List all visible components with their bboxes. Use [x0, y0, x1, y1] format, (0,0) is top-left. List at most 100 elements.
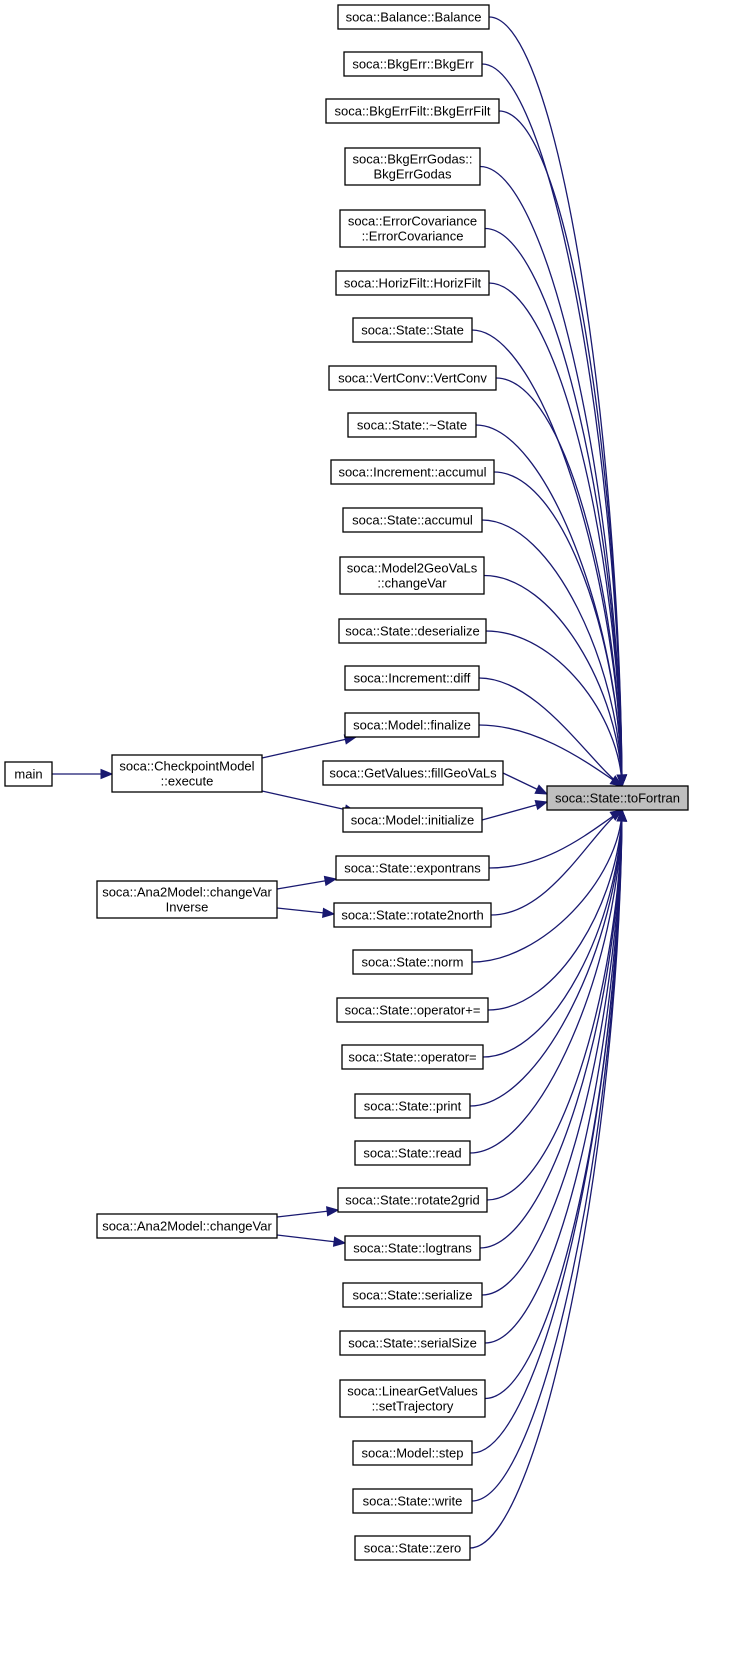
- node-soca-model-step[interactable]: soca::Model::step: [352, 1440, 473, 1466]
- node-target-state-tofortran-label: soca::State::toFortran: [555, 791, 680, 806]
- edge-soca-horizfilt-horizfilt-to-target: [488, 282, 628, 788]
- node-soca-state-serialize[interactable]: soca::State::serialize: [342, 1282, 483, 1308]
- edge-soca-increment-accumul-to-target: [493, 471, 628, 788]
- node-soca-state-read-box: [354, 1140, 471, 1166]
- node-soca-model2geovals-changevar[interactable]: soca::Model2GeoVaLs::changeVar: [339, 556, 485, 595]
- node-soca-errorcovariance-errorcovariance-box: [339, 209, 486, 248]
- edge-ana2-changevar-inverse-to-expontrans: [276, 875, 338, 890]
- node-soca-state-operator[interactable]: soca::State::operator+=: [336, 997, 489, 1023]
- node-soca-increment-accumul-label: soca::Increment::accumul: [338, 465, 486, 480]
- node-soca-state-state[interactable]: soca::State::State: [352, 317, 473, 343]
- node-soca-balance-balance-box: [337, 4, 490, 30]
- node-soca-state-norm-box: [352, 949, 473, 975]
- node-ana2model-changevar-label: soca::Ana2Model::changeVar: [102, 1219, 272, 1234]
- node-soca-state-deserialize-box: [338, 618, 487, 644]
- node-soca-horizfilt-horizfilt-label: soca::HorizFilt::HorizFilt: [344, 276, 482, 291]
- edge-soca-state-deserialize-to-target: [485, 630, 627, 788]
- node-soca-model-initialize-box: [342, 807, 483, 833]
- node-checkpointmodel-execute-label-2: ::execute: [161, 774, 214, 789]
- node-soca-state-state[interactable]: soca::State::~State: [347, 412, 477, 438]
- node-soca-model2geovals-changevar-label-2: ::changeVar: [377, 576, 447, 591]
- node-soca-bkgerrgodas-bkgerrgodas[interactable]: soca::BkgErrGodas::BkgErrGodas: [344, 147, 481, 186]
- node-soca-model-step-box: [352, 1440, 473, 1466]
- node-soca-bkgerrfilt-bkgerrfilt[interactable]: soca::BkgErrFilt::BkgErrFilt: [325, 98, 500, 124]
- node-soca-model-step-label: soca::Model::step: [362, 1446, 464, 1461]
- node-soca-state-write[interactable]: soca::State::write: [352, 1488, 473, 1514]
- node-soca-state-print-label: soca::State::print: [364, 1099, 462, 1114]
- node-soca-errorcovariance-errorcovariance[interactable]: soca::ErrorCovariance::ErrorCovariance: [339, 209, 486, 248]
- node-soca-state-zero-label: soca::State::zero: [364, 1541, 462, 1556]
- node-soca-state-logtrans[interactable]: soca::State::logtrans: [344, 1235, 481, 1261]
- node-soca-bkgerrgodas-bkgerrgodas-box: [344, 147, 481, 186]
- node-soca-getvalues-fillgeovals[interactable]: soca::GetValues::fillGeoVaLs: [322, 760, 504, 786]
- node-soca-errorcovariance-errorcovariance-label-2: ::ErrorCovariance: [362, 229, 464, 244]
- node-soca-model-initialize[interactable]: soca::Model::initialize: [342, 807, 483, 833]
- node-soca-increment-accumul[interactable]: soca::Increment::accumul: [330, 459, 495, 485]
- node-soca-state-accumul-label: soca::State::accumul: [352, 513, 473, 528]
- node-soca-state-read[interactable]: soca::State::read: [354, 1140, 471, 1166]
- node-soca-state-accumul[interactable]: soca::State::accumul: [342, 507, 483, 533]
- node-soca-bkgerrgodas-bkgerrgodas-label-2: BkgErrGodas: [373, 167, 452, 182]
- node-soca-state-operator-box: [341, 1044, 484, 1070]
- node-soca-errorcovariance-errorcovariance-label-1: soca::ErrorCovariance: [348, 214, 477, 229]
- node-soca-state-serialsize-label: soca::State::serialSize: [348, 1336, 477, 1351]
- edge-ana2-changevar-inverse-to-rotate2north: [276, 907, 336, 918]
- node-soca-bkgerrfilt-bkgerrfilt-label: soca::BkgErrFilt::BkgErrFilt: [334, 104, 490, 119]
- node-soca-horizfilt-horizfilt[interactable]: soca::HorizFilt::HorizFilt: [335, 270, 490, 296]
- node-soca-lineargetvalues-settrajectory-label-2: ::setTrajectory: [372, 1399, 454, 1414]
- node-soca-bkgerrgodas-bkgerrgodas-label-1: soca::BkgErrGodas::: [353, 152, 473, 167]
- node-ana2model-changevar[interactable]: soca::Ana2Model::changeVar: [96, 1213, 278, 1239]
- node-soca-vertconv-vertconv-label: soca::VertConv::VertConv: [338, 371, 487, 386]
- node-main[interactable]: main: [4, 761, 53, 787]
- node-ana2model-changevarinverse-label-2: Inverse: [166, 900, 209, 915]
- node-soca-state-rotate2north-box: [333, 902, 492, 928]
- node-soca-state-print[interactable]: soca::State::print: [354, 1093, 471, 1119]
- edge-checkpoint-execute-to-model-initialize: [261, 790, 358, 815]
- node-soca-state-deserialize-label: soca::State::deserialize: [345, 624, 479, 639]
- node-soca-state-serialize-label: soca::State::serialize: [353, 1288, 473, 1303]
- node-soca-state-state-box: [352, 317, 473, 343]
- node-soca-state-rotate2grid-box: [337, 1187, 488, 1213]
- node-soca-increment-diff-label: soca::Increment::diff: [354, 671, 471, 686]
- node-soca-state-operator-box: [336, 997, 489, 1023]
- node-soca-state-operator[interactable]: soca::State::operator=: [341, 1044, 484, 1070]
- node-soca-balance-balance-label: soca::Balance::Balance: [346, 10, 482, 25]
- node-soca-state-read-label: soca::State::read: [363, 1146, 461, 1161]
- node-soca-state-zero[interactable]: soca::State::zero: [354, 1535, 471, 1561]
- node-soca-state-deserialize[interactable]: soca::State::deserialize: [338, 618, 487, 644]
- node-soca-increment-diff[interactable]: soca::Increment::diff: [344, 665, 480, 691]
- node-soca-state-print-box: [354, 1093, 471, 1119]
- node-target-state-tofortran[interactable]: soca::State::toFortran: [546, 785, 689, 811]
- node-soca-state-state-label: soca::State::~State: [357, 418, 467, 433]
- node-soca-state-norm-label: soca::State::norm: [362, 955, 464, 970]
- node-checkpointmodel-execute-label-1: soca::CheckpointModel: [119, 759, 254, 774]
- node-soca-horizfilt-horizfilt-box: [335, 270, 490, 296]
- edge-soca-state-serialsize-to-target: [484, 808, 628, 1344]
- node-soca-state-norm[interactable]: soca::State::norm: [352, 949, 473, 975]
- edge-ana2-changevar-to-rotate2grid: [276, 1206, 340, 1218]
- node-soca-state-rotate2north[interactable]: soca::State::rotate2north: [333, 902, 492, 928]
- node-soca-state-serialsize[interactable]: soca::State::serialSize: [339, 1330, 486, 1356]
- node-soca-bkgerr-bkgerr-label: soca::BkgErr::BkgErr: [352, 57, 474, 72]
- edge-main-to-checkpoint-execute: [52, 768, 114, 780]
- node-soca-state-rotate2grid-label: soca::State::rotate2grid: [345, 1193, 479, 1208]
- node-soca-model-finalize-label: soca::Model::finalize: [353, 718, 471, 733]
- node-soca-bkgerr-bkgerr[interactable]: soca::BkgErr::BkgErr: [343, 51, 483, 77]
- node-soca-state-rotate2north-label: soca::State::rotate2north: [341, 908, 483, 923]
- node-soca-vertconv-vertconv[interactable]: soca::VertConv::VertConv: [328, 365, 497, 391]
- node-checkpointmodel-execute[interactable]: soca::CheckpointModel::execute: [111, 754, 263, 793]
- node-soca-state-operator-label: soca::State::operator+=: [345, 1003, 481, 1018]
- edge-soca-state-print-to-target: [469, 808, 628, 1107]
- node-soca-lineargetvalues-settrajectory[interactable]: soca::LinearGetValues::setTrajectory: [339, 1379, 486, 1418]
- node-soca-state-expontrans-label: soca::State::expontrans: [344, 861, 481, 876]
- node-soca-state-rotate2grid[interactable]: soca::State::rotate2grid: [337, 1187, 488, 1213]
- edge-soca-state-accumul-to-target: [481, 519, 628, 788]
- node-soca-state-write-box: [352, 1488, 473, 1514]
- edge-soca-state-expontrans-to-target: [488, 809, 624, 869]
- node-soca-model-finalize[interactable]: soca::Model::finalize: [344, 712, 480, 738]
- node-soca-balance-balance[interactable]: soca::Balance::Balance: [337, 4, 490, 30]
- node-soca-state-expontrans[interactable]: soca::State::expontrans: [335, 855, 490, 881]
- node-ana2model-changevarinverse-label-1: soca::Ana2Model::changeVar: [102, 885, 272, 900]
